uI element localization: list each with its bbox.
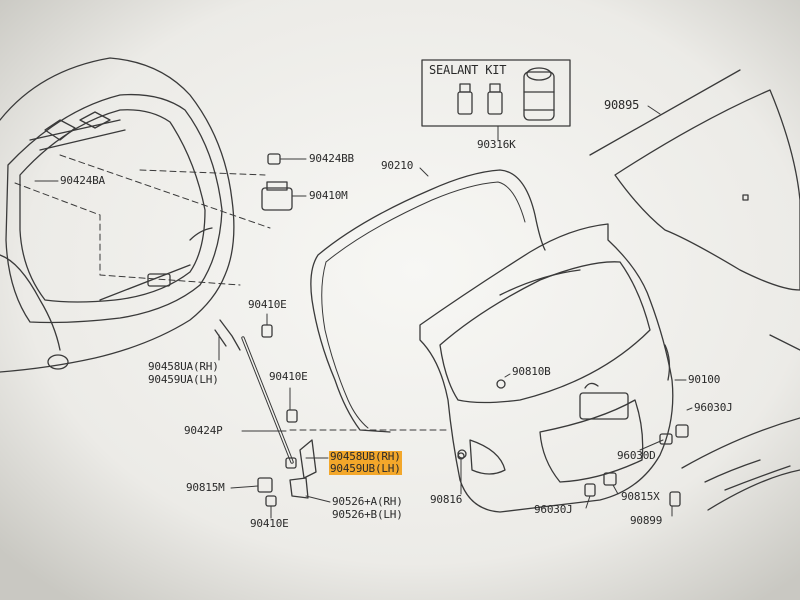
part-label-90458ub-highlighted: 90458UB(RH) [329,450,402,463]
part-label-90410m: 90410M [309,189,348,202]
hardware-parts [214,153,689,507]
part-label-90899: 90899 [630,514,663,527]
part-label-90526b: 90526+B(LH) [332,508,403,521]
part-label-90816: 90816 [430,493,463,506]
part-label-90526a: 90526+A(RH) [332,495,403,508]
part-label-90815x: 90815X [621,490,660,503]
leader-dashed-lines [14,154,451,431]
leader-lines [34,105,693,519]
part-label-96030j-bottom: 96030J [534,503,573,516]
back-door [419,223,674,513]
part-label-90895: 90895 [604,98,640,112]
part-label-90210: 90210 [381,159,414,172]
part-label-90424bb: 90424BB [309,152,354,165]
part-label-90424ba: 90424BA [60,174,105,187]
part-label-90458ua: 90458UA(RH) [148,360,219,373]
weatherstrip-seal [310,169,546,433]
part-label-96030d: 96030D [617,449,656,462]
sealant-kit-box [421,59,571,127]
part-label-90810b: 90810B [512,365,551,378]
sealant-kit-title: SEALANT KIT [429,63,507,77]
part-label-96030j-right: 96030J [694,401,733,414]
part-label-90410e-bottom: 90410E [250,517,289,530]
part-label-90459ub-highlighted: 90459UB(LH) [329,462,402,475]
part-label-90410e-mid: 90410E [269,370,308,383]
part-label-90316k: 90316K [477,138,516,151]
rear-glass [589,69,800,291]
part-label-90459ua: 90459UA(LH) [148,373,219,386]
part-label-90100: 90100 [688,373,721,386]
part-label-90410e-top: 90410E [248,298,287,311]
part-label-90424p: 90424P [184,424,223,437]
car-body-outline [0,57,235,373]
lower-trim-panel [669,334,800,511]
part-label-90815m: 90815M [186,481,225,494]
